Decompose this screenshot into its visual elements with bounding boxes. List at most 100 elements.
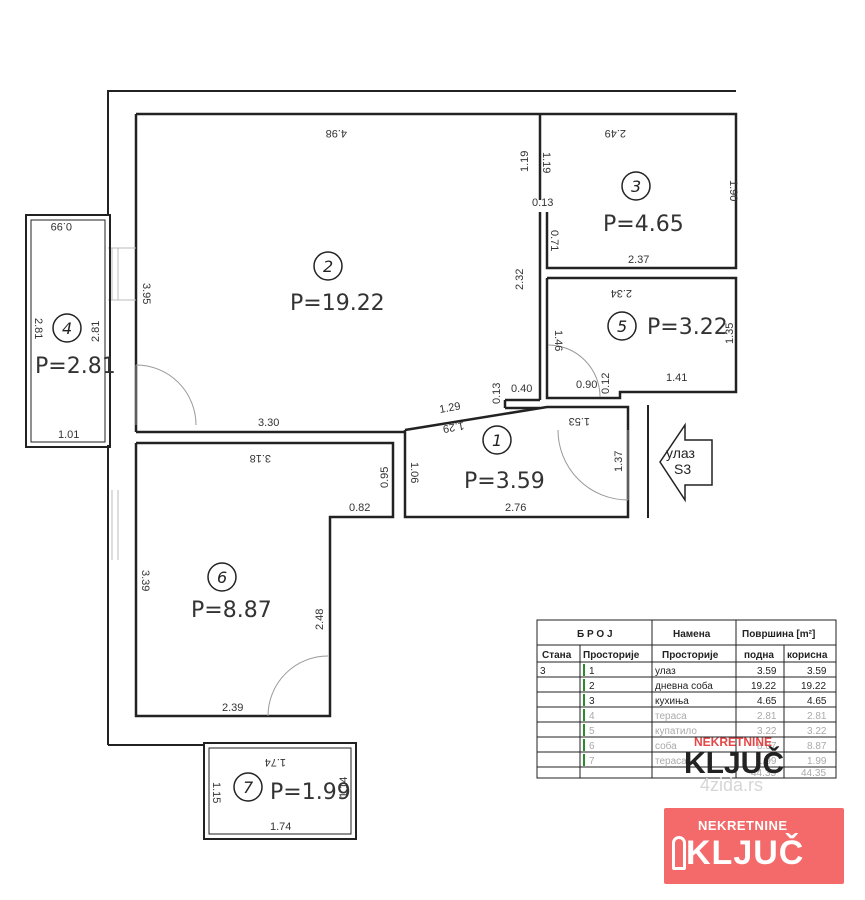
room-1-entry (403, 405, 630, 519)
dim-r5-right: 1.35 (724, 323, 736, 344)
entry-stair: S3 (674, 461, 691, 477)
dim-r3-right: 1.90 (727, 180, 739, 201)
watermark: 4zida.rs (700, 775, 764, 795)
dim-r1-040: 0.40 (511, 383, 532, 395)
dim-r5-top: 2.34 (611, 287, 632, 299)
room-6-bedroom (134, 441, 395, 718)
table-row-name: тераса (655, 711, 687, 722)
dim-r4-inner: 2.81 (90, 321, 102, 342)
table-row-name: соба (655, 740, 677, 752)
dim-r2-bottom: 3.30 (258, 417, 279, 429)
logo-line2: KLJUČ (686, 834, 805, 872)
room-7-area: P=1.99 (270, 780, 351, 805)
table-row-no: 7 (589, 756, 595, 767)
table-row-no: 1 (589, 666, 595, 677)
dim-r6-095: 0.95 (379, 467, 391, 488)
dim-r5-090: 0.90 (576, 379, 597, 391)
room-2-area: P=19.22 (290, 291, 385, 316)
table-row-name: улаз (655, 666, 676, 677)
dim-r3-left: 0.71 (548, 230, 560, 251)
dim-r2-119a: 1.19 (519, 151, 531, 172)
entry-label: улаз (666, 445, 695, 461)
table-row-name: кухиња (655, 696, 689, 707)
table-row-korisna: 3.22 (807, 726, 827, 737)
dim-r6-right: 2.48 (314, 609, 326, 630)
door-arc-bedroom (267, 655, 329, 717)
table-row-name: купатило (655, 726, 697, 737)
dim-r2-top: 4.98 (326, 127, 347, 139)
logo-small-line2: KLJUČ (684, 747, 785, 780)
door-arc-bathroom (547, 344, 601, 398)
dim-r7-top: 1.74 (265, 756, 286, 768)
table-row-no: 4 (589, 711, 595, 722)
table-row-podna: 19.22 (751, 681, 776, 692)
dim-r3-bottom: 2.37 (628, 254, 649, 266)
table-stan-no: 3 (540, 666, 546, 677)
logo-badge: NEKRETNINE KLJUČ (664, 808, 844, 884)
room-3-number: 3 (631, 177, 641, 196)
building-outline (107, 90, 736, 746)
dim-r5-bottom: 1.41 (666, 372, 687, 384)
dim-r4-left: 2.81 (32, 318, 44, 339)
dim-r2-119b: 1.19 (540, 152, 552, 173)
room-5-area: P=3.22 (647, 315, 728, 340)
dim-r5-012: 0.12 (600, 373, 612, 394)
dim-r1-129b: 1.29 (442, 419, 465, 435)
dim-r1-129a: 1.29 (438, 400, 461, 416)
room-3-kitchen (540, 112, 738, 270)
logo-line1: NEKRETNINE (698, 818, 788, 833)
table-row-podna: 3.22 (757, 726, 777, 737)
table-row-korisna: 2.81 (807, 711, 827, 722)
table-row-podna: 2.81 (757, 711, 777, 722)
room-4-terrace (25, 214, 111, 448)
table-total-korisna: 44.35 (801, 768, 826, 779)
dim-r4-top: 0.99 (51, 220, 72, 232)
room-6-area: P=8.87 (191, 598, 272, 623)
dim-r1-013: 0.13 (491, 383, 503, 404)
room-5-number: 5 (617, 317, 627, 336)
table-row-no: 5 (589, 726, 595, 737)
room-5-bathroom (545, 276, 738, 400)
table-row-podna: 4.65 (757, 696, 777, 707)
dim-r6-082: 0.82 (349, 502, 370, 514)
door-arc-entry (557, 429, 629, 501)
dim-r1-bottom: 2.76 (505, 502, 526, 514)
room-4-area: P=2.81 (35, 354, 116, 379)
table-header-namena: Намена (673, 629, 711, 640)
table-sub-stana: Стана (542, 650, 572, 661)
table-sub-korisna: корисна (787, 650, 828, 661)
dim-r1-top: 1.53 (569, 415, 590, 427)
window-strips (108, 247, 136, 560)
table-row-korisna: 19.22 (801, 681, 826, 692)
room-number-circles (52, 171, 651, 802)
dim-r6-top: 3.18 (250, 452, 271, 464)
room-2-number: 2 (323, 257, 333, 276)
room-2-living (134, 112, 542, 434)
dim-r2-left: 3.95 (140, 283, 152, 304)
table-row-korisna: 1.99 (807, 756, 827, 767)
table-row-podna: 3.59 (757, 666, 777, 677)
table-row-no: 2 (589, 681, 595, 692)
room-1-number: 1 (492, 431, 502, 450)
dim-r7-bottom: 1.74 (270, 821, 291, 833)
dim-r6-left: 3.39 (139, 570, 151, 591)
table-total-podna: 44.35 (751, 768, 776, 779)
dim-r2-013: 0.13 (532, 197, 553, 209)
room-1-area: P=3.59 (464, 469, 545, 494)
table-row-podna: 1.99 (757, 756, 777, 767)
logo-small: NEKRETNINE KLJUČ (676, 733, 836, 789)
table-row-korisna: 4.65 (807, 696, 827, 707)
dim-r1-right: 1.37 (613, 451, 625, 472)
table-row-name: тераса (655, 756, 687, 767)
logo-small-line1: NEKRETNINE (694, 735, 773, 749)
table-row-no: 3 (589, 696, 595, 707)
entry-arrow (659, 422, 713, 503)
dim-r7-right: 1.14 (338, 777, 350, 798)
dim-r6-bottom: 2.39 (222, 702, 243, 714)
table-header-povrsina: Површина [m²] (742, 629, 815, 640)
table-row-korisna: 3.59 (807, 666, 827, 677)
table-row-name: дневна соба (655, 680, 713, 692)
dim-r1-left: 1.06 (408, 462, 420, 483)
dim-r2-right: 2.32 (514, 269, 526, 290)
